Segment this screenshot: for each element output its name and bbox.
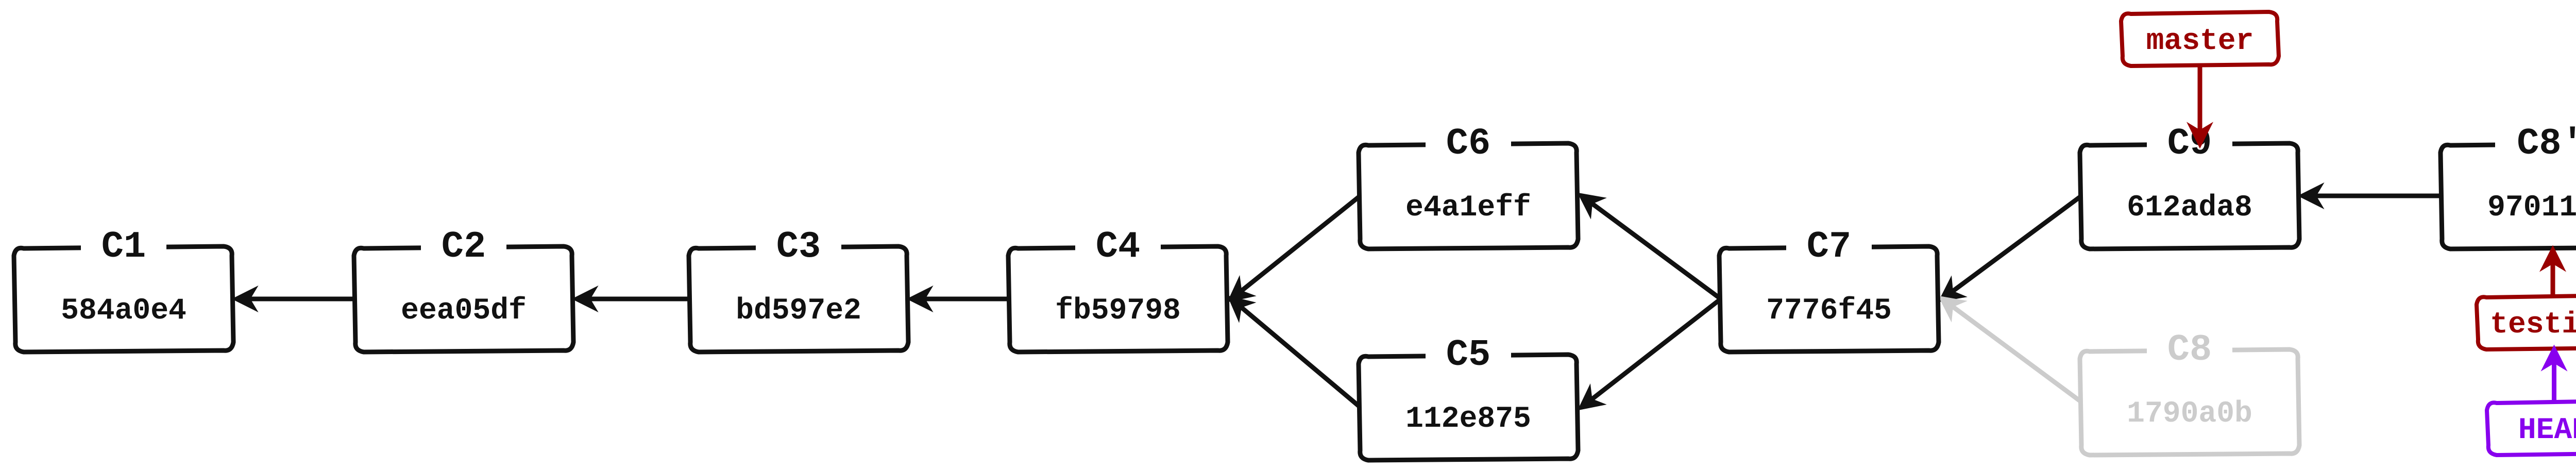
commit-node: C9 612ada8 [2077, 123, 2302, 252]
commit-hash: eea05df [401, 294, 527, 328]
commit-name-gap [81, 232, 166, 263]
commit-name: C3 [776, 226, 821, 268]
commit-hash: 1790a0b [2127, 397, 2252, 431]
parent-arrow [1577, 192, 1723, 301]
parent-arrow [1938, 295, 2084, 405]
commit-name-gap [421, 232, 506, 263]
commit-name: C4 [1096, 226, 1140, 268]
commit-node: C6 e4a1eff [1356, 123, 1581, 252]
commit-hash: 97011f7 [2487, 191, 2576, 225]
parent-arrow [1577, 296, 1723, 411]
commit-hash: bd597e2 [736, 294, 861, 328]
commit-node: C1 584a0e4 [11, 226, 236, 355]
ref-name: testing [2490, 308, 2576, 342]
commit-name-gap [1786, 232, 1872, 263]
commit-node: C4 fb59798 [1006, 226, 1230, 355]
commit-name-gap [1426, 340, 1511, 371]
commit-hash: 584a0e4 [61, 294, 187, 328]
testing-ref-label: testing [2475, 245, 2576, 351]
parent-arrow [1938, 193, 2084, 303]
commit-node: C3 bd597e2 [686, 226, 911, 355]
master-ref-label: master [2119, 10, 2281, 149]
commit-name: C2 [442, 226, 486, 268]
commit-hash: 112e875 [1405, 403, 1531, 436]
head-ref-label: HEAD [2485, 344, 2576, 457]
commit-hash: fb59798 [1055, 294, 1181, 328]
commit-name: C8 [2167, 329, 2212, 371]
commit-hash: 612ada8 [2127, 191, 2252, 225]
commit-name-gap [1075, 232, 1161, 263]
commit-name: C1 [101, 226, 146, 268]
commit-node: C8' 97011f7 [2438, 123, 2576, 252]
commit-name-gap [2495, 129, 2576, 160]
commit-name-gap [2147, 335, 2232, 366]
commit-node: C2 eea05df [351, 226, 576, 355]
commit-name: C9 [2167, 123, 2212, 165]
ref-name: HEAD [2518, 414, 2576, 447]
commit-hash: 7776f45 [1766, 294, 1892, 328]
commit-hash: e4a1eff [1405, 191, 1531, 225]
ref-name: master [2146, 25, 2254, 58]
commit-name-gap [756, 232, 841, 263]
commit-name: C6 [1446, 123, 1490, 165]
commit-name: C7 [1807, 226, 1851, 268]
commit-node: C5 112e875 [1356, 334, 1581, 463]
commit-name-gap [1426, 129, 1511, 160]
parent-arrow [1227, 193, 1363, 303]
parent-arrow [1227, 295, 1363, 410]
commit-node: C7 7776f45 [1717, 226, 1941, 355]
commit-name: C5 [1446, 334, 1490, 376]
commit-node: C8 1790a0b [2077, 329, 2302, 458]
commit-edges [231, 182, 2445, 411]
commit-name: C8' [2517, 123, 2576, 165]
